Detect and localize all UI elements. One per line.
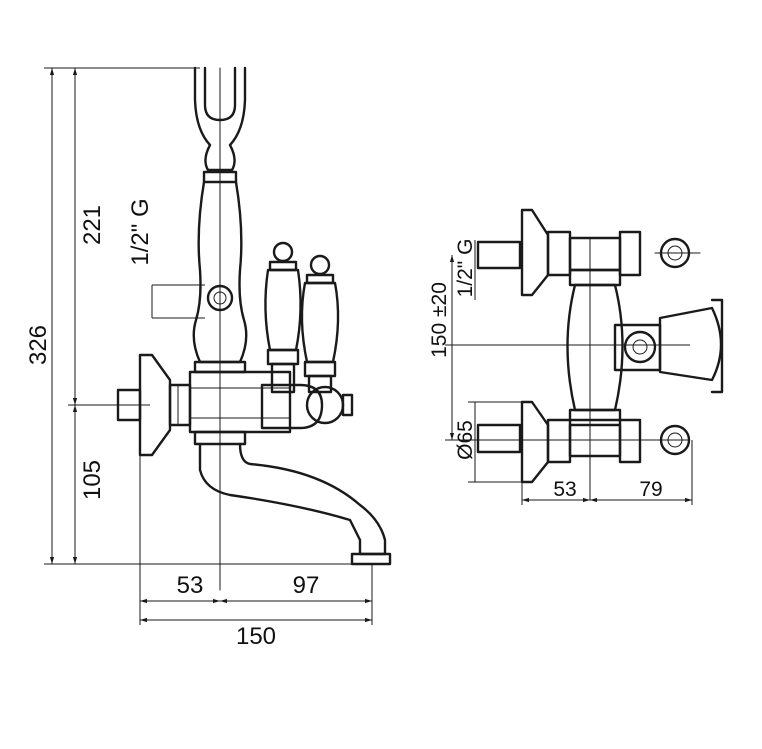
upper-height-label: 221 — [79, 205, 106, 245]
total-height-label: 326 — [25, 325, 52, 365]
dim-97-label: 97 — [293, 572, 320, 599]
center-distance-label: 150 ±20 — [428, 282, 451, 358]
handle-connector — [260, 383, 354, 430]
shower-holder-icon — [193, 66, 247, 591]
spout-height-label: 105 — [79, 460, 106, 500]
right-dim-53-label: 53 — [553, 478, 576, 501]
top-connection — [476, 208, 701, 297]
width-dimensions — [139, 455, 373, 625]
connection-thread-label: 1/2" G — [127, 198, 154, 265]
right-view: 1/2" G 150 ±20 Ø65 — [428, 208, 724, 505]
right-connection-label: 1/2" G — [454, 239, 477, 298]
height-dimensions — [44, 67, 385, 565]
mixer-column — [188, 170, 292, 446]
left-view: 326 221 1/2" G 105 — [25, 66, 392, 650]
left-handle — [264, 241, 302, 394]
spout — [198, 442, 392, 566]
dim-53-label: 53 — [177, 572, 204, 599]
flange-diameter-label: Ø65 — [454, 420, 477, 460]
right-handle — [300, 254, 340, 394]
right-dim-79-label: 79 — [639, 478, 662, 501]
dim-150-label: 150 — [236, 623, 276, 650]
center-body — [566, 237, 724, 501]
right-width-dimensions — [521, 440, 693, 505]
bottom-connection — [476, 400, 691, 484]
